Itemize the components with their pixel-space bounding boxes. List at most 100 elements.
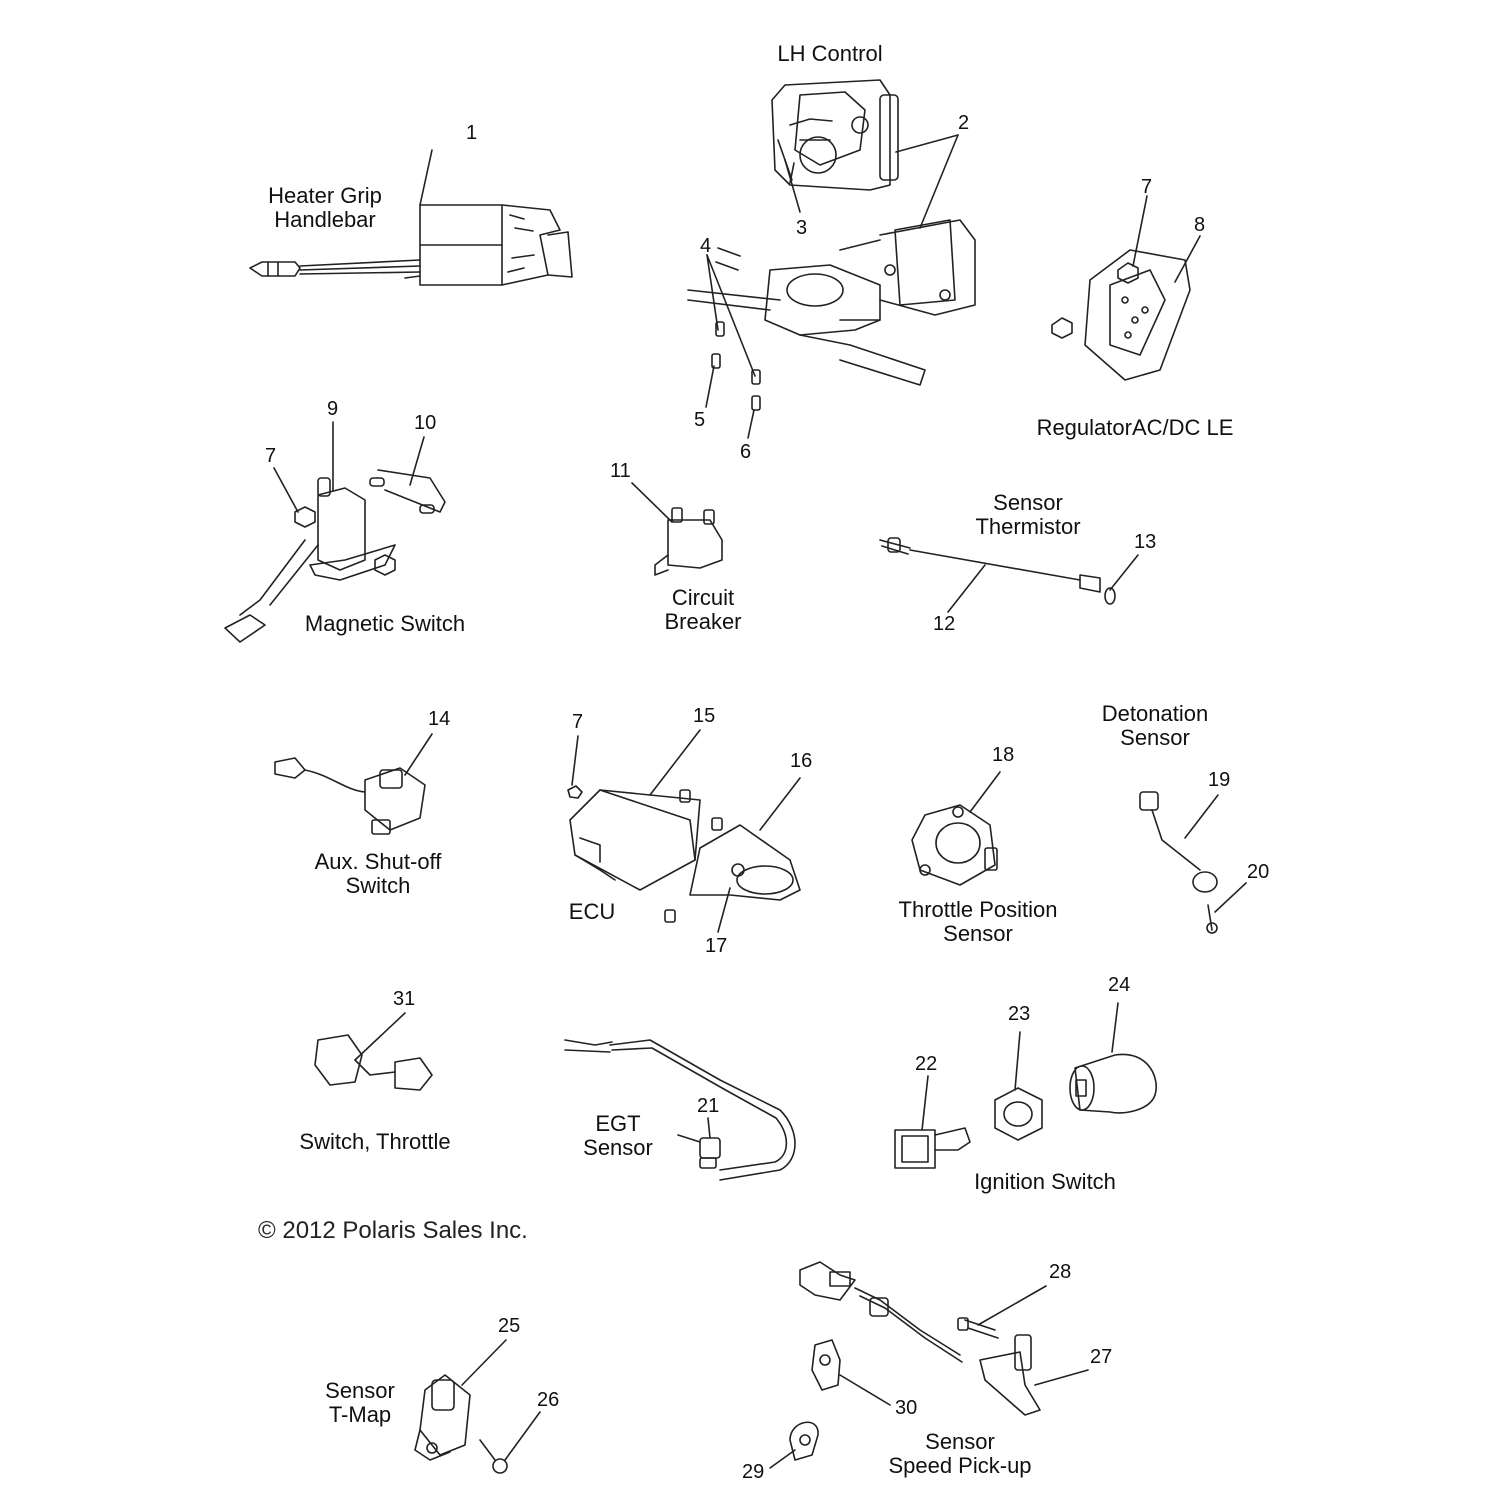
callout-19: 19 bbox=[1208, 769, 1231, 791]
callout-23: 23 bbox=[1008, 1003, 1031, 1025]
callout-13: 13 bbox=[1134, 531, 1157, 553]
label-switch-throttle: Switch, Throttle bbox=[299, 1129, 451, 1154]
callout-7-ecu: 7 bbox=[572, 711, 584, 733]
leader-12 bbox=[947, 564, 986, 613]
tps-part bbox=[911, 771, 1001, 886]
sensor-thermistor-part bbox=[879, 537, 1139, 613]
label-sensor-tmap: Sensor T-Map bbox=[325, 1378, 395, 1427]
label-circuit-breaker: Circuit Breaker bbox=[664, 585, 742, 634]
leader-18 bbox=[969, 771, 1001, 813]
copyright-text: 2012 Polaris Sales Inc. bbox=[282, 1217, 528, 1244]
callout-24: 24 bbox=[1108, 974, 1131, 996]
callout-3: 3 bbox=[796, 217, 808, 239]
label-lh-control: LH Control bbox=[777, 41, 883, 66]
leader-15 bbox=[649, 729, 701, 796]
label-ecu: ECU bbox=[568, 899, 616, 924]
leader-4a bbox=[706, 254, 719, 331]
copyright-symbol: © bbox=[258, 1217, 276, 1244]
label-ignition-switch: Ignition Switch bbox=[974, 1169, 1116, 1194]
callout-12: 12 bbox=[933, 613, 956, 635]
callout-22: 22 bbox=[915, 1053, 938, 1075]
label-speed-pickup: Sensor Speed Pick-up bbox=[888, 1429, 1032, 1478]
label-regulator: RegulatorAC/DC LE bbox=[1036, 415, 1234, 440]
leader-10 bbox=[409, 436, 425, 486]
label-aux-shutoff: Aux. Shut-off Switch bbox=[314, 849, 442, 898]
callout-10: 10 bbox=[414, 412, 437, 434]
leader-2b bbox=[919, 134, 959, 229]
label-magnetic-switch: Magnetic Switch bbox=[304, 611, 466, 636]
aux-shutoff-part bbox=[274, 733, 433, 835]
leader-6 bbox=[747, 409, 755, 439]
circuit-breaker-part bbox=[631, 482, 723, 576]
callout-18: 18 bbox=[992, 744, 1015, 766]
callout-5: 5 bbox=[694, 409, 706, 431]
callout-6: 6 bbox=[740, 441, 752, 463]
heater-grip-part bbox=[249, 149, 573, 286]
callout-14: 14 bbox=[428, 708, 451, 730]
callout-28: 28 bbox=[1049, 1261, 1072, 1283]
callout-1: 1 bbox=[466, 122, 478, 144]
magnetic-switch-part bbox=[224, 421, 446, 643]
callout-4: 4 bbox=[700, 235, 712, 257]
leader-24 bbox=[1111, 1002, 1119, 1053]
callout-8: 8 bbox=[1194, 214, 1206, 236]
callout-21: 21 bbox=[697, 1095, 720, 1117]
callout-7-regulator: 7 bbox=[1141, 176, 1153, 198]
label-detonation: Detonation Sensor bbox=[1101, 701, 1209, 750]
leader-22 bbox=[921, 1075, 929, 1131]
label-egt-sensor: EGT Sensor bbox=[583, 1111, 653, 1160]
lh-control-assembly bbox=[687, 219, 976, 439]
leader-27 bbox=[1034, 1369, 1089, 1386]
leader-1 bbox=[419, 149, 433, 206]
leader-7c bbox=[571, 735, 579, 786]
callout-26: 26 bbox=[537, 1389, 560, 1411]
regulator-part bbox=[1051, 195, 1201, 381]
callout-25: 25 bbox=[498, 1315, 521, 1337]
leader-21 bbox=[707, 1117, 711, 1139]
leader-28 bbox=[977, 1285, 1047, 1326]
leader-14 bbox=[404, 733, 433, 776]
leader-3 bbox=[784, 159, 801, 213]
callout-7-magnetic: 7 bbox=[265, 445, 277, 467]
detonation-sensor-part bbox=[1139, 791, 1247, 934]
leader-7a bbox=[1132, 195, 1148, 267]
sensor-tmap-part bbox=[414, 1339, 541, 1474]
egt-sensor-part bbox=[564, 1039, 796, 1181]
switch-throttle-part bbox=[314, 1012, 433, 1091]
leader-20 bbox=[1214, 882, 1247, 913]
leader-31 bbox=[354, 1012, 406, 1061]
speed-pickup-part bbox=[769, 1261, 1089, 1469]
callout-20: 20 bbox=[1247, 861, 1270, 883]
ecu-part bbox=[567, 729, 801, 933]
callout-29: 29 bbox=[742, 1461, 765, 1483]
leader-5 bbox=[705, 365, 715, 408]
leader-8 bbox=[1174, 235, 1201, 283]
callout-30: 30 bbox=[895, 1397, 918, 1419]
callout-11: 11 bbox=[610, 460, 631, 482]
callout-31: 31 bbox=[393, 988, 416, 1010]
leader-16 bbox=[759, 777, 801, 831]
callout-27: 27 bbox=[1090, 1346, 1113, 1368]
leader-26 bbox=[504, 1411, 541, 1461]
callout-15: 15 bbox=[693, 705, 716, 727]
leader-30 bbox=[839, 1374, 891, 1406]
label-throttle-position: Throttle Position Sensor bbox=[898, 897, 1058, 946]
lh-control-housing bbox=[771, 79, 959, 229]
leader-19 bbox=[1184, 794, 1219, 839]
leader-7b bbox=[273, 467, 299, 513]
leader-23 bbox=[1014, 1031, 1021, 1091]
ignition-switch-part bbox=[894, 1002, 1157, 1169]
leader-17 bbox=[717, 887, 731, 933]
leader-11 bbox=[631, 482, 673, 523]
callout-17: 17 bbox=[705, 935, 728, 957]
leader-25 bbox=[461, 1339, 507, 1386]
leader-13 bbox=[1109, 554, 1139, 591]
leader-29 bbox=[769, 1449, 796, 1469]
leader-2a bbox=[895, 134, 959, 153]
label-heater-grip: Heater Grip Handlebar bbox=[268, 183, 382, 232]
callout-9: 9 bbox=[327, 398, 339, 420]
label-sensor-thermistor: Sensor Thermistor bbox=[975, 490, 1081, 539]
callout-16: 16 bbox=[790, 750, 813, 772]
callout-2: 2 bbox=[958, 112, 970, 134]
